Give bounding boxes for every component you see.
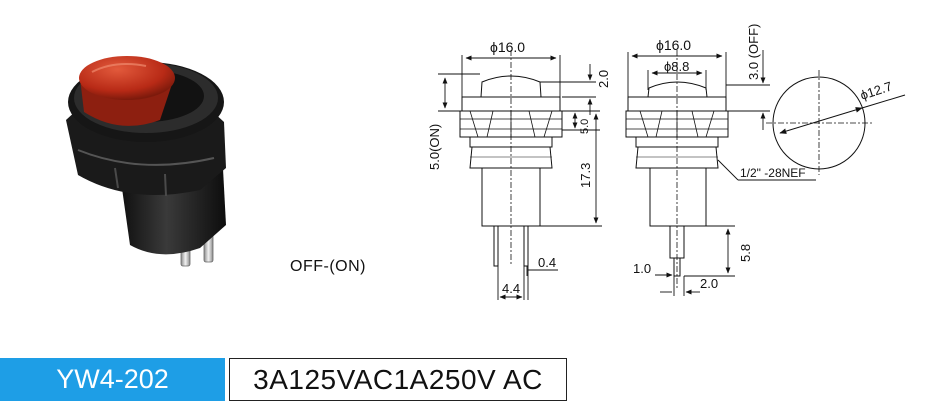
electrical-rating-box: 3A125VAC1A250V AC — [229, 358, 567, 401]
front-view-drawing — [459, 50, 563, 267]
product-photo — [66, 56, 226, 267]
front-flange-label: 5.0 — [579, 119, 591, 134]
side-travel-off-label: 3.0 (OFF) — [746, 24, 761, 80]
front-travel-on-label: 5.0(ON) — [427, 124, 442, 170]
front-diameter-label: ϕ16.0 — [490, 39, 525, 55]
front-view-dims — [438, 55, 602, 300]
front-terminal-pitch-label: 4.4 — [502, 281, 520, 296]
side-view-dims — [627, 50, 816, 296]
side-terminal-offset-label: 1.0 — [633, 261, 651, 276]
circuit-mode-label: OFF-(ON) — [290, 258, 366, 275]
panel-cutout-drawing — [766, 70, 906, 175]
red-cap-top — [79, 56, 175, 100]
side-view-drawing — [625, 50, 729, 290]
side-diameter-label: ϕ16.0 — [656, 37, 691, 53]
side-cap-diameter-label: ϕ8.8 — [664, 59, 689, 74]
side-terminal-length-label: 5.8 — [738, 244, 753, 262]
thread-spec-label: 1/2" -28NEF — [740, 166, 806, 180]
model-number-badge: YW4-202 — [0, 358, 225, 401]
cutout-diameter-label: ϕ12.7 — [858, 79, 894, 103]
front-body-length-label: 17.3 — [578, 163, 593, 188]
front-terminal-width-label: 0.4 — [538, 255, 556, 270]
side-terminal-span-label: 2.0 — [700, 276, 718, 291]
front-cap-height-label: 2.0 — [596, 70, 611, 88]
